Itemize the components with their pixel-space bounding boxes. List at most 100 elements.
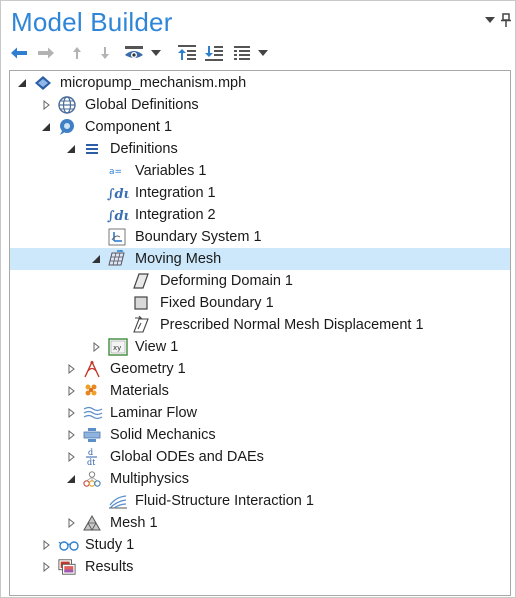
tree-node-label: Definitions — [110, 141, 178, 157]
tree-node-label: Variables 1 — [135, 163, 207, 179]
collapsed-arrow-icon[interactable] — [66, 451, 76, 463]
tree-node-mesh[interactable]: Mesh 1 — [10, 512, 510, 534]
tree-node-label: Component 1 — [85, 119, 173, 135]
collapsed-arrow-icon[interactable] — [41, 561, 51, 573]
solid-mechanics-icon — [83, 426, 101, 444]
model-file-icon — [34, 74, 52, 92]
tree-node-prescribed-displacement[interactable]: Prescribed Normal Mesh Displacement 1 — [10, 314, 510, 336]
component-icon — [58, 118, 76, 136]
collapsed-arrow-icon[interactable] — [41, 99, 51, 111]
mesh-icon — [83, 514, 101, 532]
tree-node-label: Global Definitions — [85, 97, 199, 113]
tree-node-study[interactable]: Study 1 — [10, 534, 510, 556]
tree-node-fixed-boundary[interactable]: Fixed Boundary 1 — [10, 292, 510, 314]
tree-node-fsi[interactable]: Fluid-Structure Interaction 1 — [10, 490, 510, 512]
tree-node-global-definitions[interactable]: Global Definitions — [10, 94, 510, 116]
expanded-arrow-icon[interactable] — [66, 473, 76, 485]
globe-icon — [58, 96, 76, 114]
collapse-all-icon[interactable] — [177, 43, 197, 63]
svg-text:xy: xy — [113, 344, 121, 352]
svg-text:d: d — [88, 448, 93, 457]
tree-node-integration-2[interactable]: ∫du Integration 2 — [10, 204, 510, 226]
tree-node-definitions[interactable]: Definitions — [10, 138, 510, 160]
laminar-flow-icon — [83, 404, 103, 422]
collapsed-arrow-icon[interactable] — [66, 407, 76, 419]
tree-node-root[interactable]: micropump_mechanism.mph — [10, 72, 510, 94]
tree-node-materials[interactable]: Materials — [10, 380, 510, 402]
pin-icon[interactable] — [501, 13, 511, 30]
tree-node-label: Integration 2 — [135, 207, 216, 223]
tree-node-variables[interactable]: a= Variables 1 — [10, 160, 510, 182]
collapsed-arrow-icon[interactable] — [41, 539, 51, 551]
tree-node-results[interactable]: Results — [10, 556, 510, 578]
tree-node-label: Results — [85, 559, 134, 575]
expanded-arrow-icon[interactable] — [41, 121, 51, 133]
svg-text:dt: dt — [87, 458, 96, 467]
tree-options-icon[interactable] — [232, 43, 252, 63]
panel-menu-icon[interactable] — [485, 15, 495, 27]
fsi-icon — [108, 492, 128, 510]
model-tree: micropump_mechanism.mph Global Definitio… — [9, 70, 511, 596]
tree-node-solid-mechanics[interactable]: Solid Mechanics — [10, 424, 510, 446]
prescribed-displacement-icon — [132, 316, 150, 334]
svg-text:∫du: ∫du — [107, 209, 129, 223]
panel-title: Model Builder — [11, 7, 173, 37]
tree-node-label: Boundary System 1 — [135, 229, 262, 245]
tree-node-label: Solid Mechanics — [110, 427, 216, 443]
back-arrow-icon[interactable] — [9, 43, 29, 63]
tree-node-label: Study 1 — [85, 537, 135, 553]
tree-node-deforming-domain[interactable]: Deforming Domain 1 — [10, 270, 510, 292]
results-icon — [58, 558, 76, 576]
move-down-icon[interactable] — [95, 43, 115, 63]
expanded-arrow-icon[interactable] — [17, 77, 27, 89]
materials-icon — [83, 382, 101, 400]
tree-node-view[interactable]: xy View 1 — [10, 336, 510, 358]
deforming-domain-icon — [132, 272, 150, 290]
tree-node-multiphysics[interactable]: Multiphysics — [10, 468, 510, 490]
geometry-icon — [83, 360, 101, 378]
tree-node-integration-1[interactable]: ∫du Integration 1 — [10, 182, 510, 204]
collapsed-arrow-icon[interactable] — [66, 363, 76, 375]
tree-node-label: Moving Mesh — [135, 251, 222, 267]
tree-node-label: Materials — [110, 383, 169, 399]
collapsed-arrow-icon[interactable] — [66, 517, 76, 529]
boundary-system-icon — [108, 228, 126, 246]
tree-node-boundary-system[interactable]: Boundary System 1 — [10, 226, 510, 248]
tree-node-label: View 1 — [135, 339, 179, 355]
tree-node-label: Integration 1 — [135, 185, 216, 201]
eye-dropdown-icon[interactable] — [150, 43, 162, 63]
collapsed-arrow-icon[interactable] — [66, 429, 76, 441]
tree-node-label: Deforming Domain 1 — [160, 273, 293, 289]
moving-mesh-icon — [108, 250, 126, 268]
expanded-arrow-icon[interactable] — [91, 253, 101, 265]
tree-node-label: micropump_mechanism.mph — [60, 75, 247, 91]
toolbar — [9, 43, 309, 63]
tree-node-moving-mesh[interactable]: Moving Mesh — [10, 248, 510, 270]
tree-node-label: Geometry 1 — [110, 361, 186, 377]
variables-icon: a= — [108, 162, 126, 180]
svg-text:∫du: ∫du — [107, 187, 129, 201]
move-up-icon[interactable] — [67, 43, 87, 63]
definitions-list-icon — [83, 140, 101, 158]
tree-node-label: Global ODEs and DAEs — [110, 449, 264, 465]
multiphysics-icon — [83, 470, 101, 488]
view-icon: xy — [108, 338, 128, 356]
show-eye-icon[interactable] — [123, 43, 145, 63]
fixed-boundary-icon — [132, 294, 150, 312]
collapsed-arrow-icon[interactable] — [66, 385, 76, 397]
tree-node-geometry[interactable]: Geometry 1 — [10, 358, 510, 380]
tree-node-laminar-flow[interactable]: Laminar Flow — [10, 402, 510, 424]
options-dropdown-icon[interactable] — [257, 43, 269, 63]
tree-node-component[interactable]: Component 1 — [10, 116, 510, 138]
collapsed-arrow-icon[interactable] — [91, 341, 101, 353]
tree-node-label: Fixed Boundary 1 — [160, 295, 274, 311]
expand-all-icon[interactable] — [204, 43, 224, 63]
forward-arrow-icon[interactable] — [36, 43, 56, 63]
tree-node-label: Multiphysics — [110, 471, 189, 487]
tree-node-label: Prescribed Normal Mesh Displacement 1 — [160, 317, 424, 333]
expanded-arrow-icon[interactable] — [66, 143, 76, 155]
svg-text:a=: a= — [109, 167, 122, 177]
